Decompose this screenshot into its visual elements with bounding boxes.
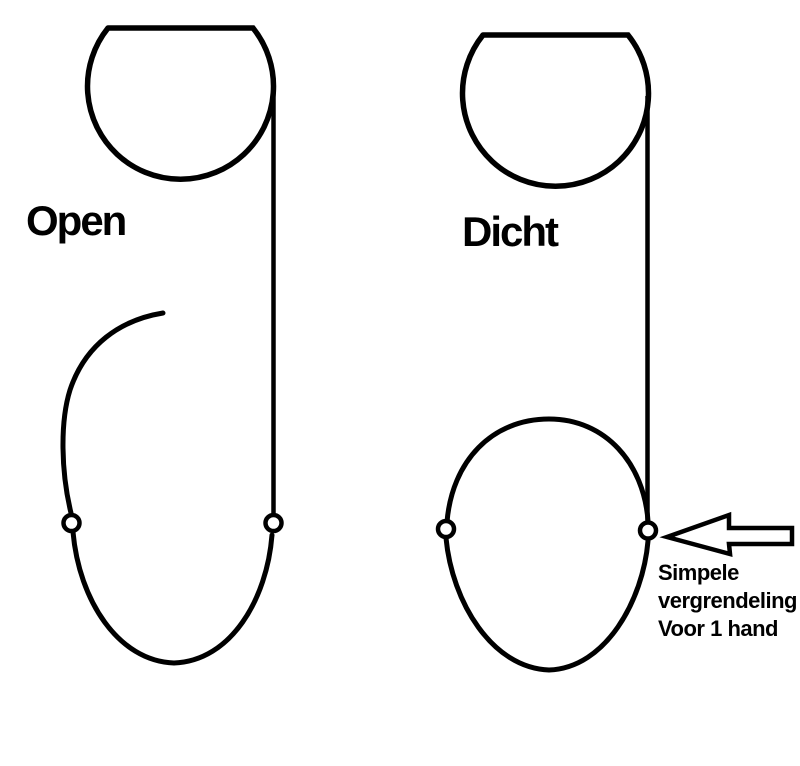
dicht-lens-bottom-curve (443, 535, 651, 673)
left-arrow-icon (659, 511, 795, 558)
open-gate-curve (60, 310, 166, 516)
lock-annotation-line-3: Voor 1 hand (658, 616, 778, 641)
open-top-ring (84, 25, 277, 182)
open-left-pivot-ring (61, 512, 82, 534)
dicht-left-pivot-ring (435, 518, 457, 540)
lock-annotation: Simpele vergrendeling Voor 1 hand (658, 559, 797, 643)
lock-annotation-line-1: Simpele (658, 560, 739, 585)
lock-annotation-line-2: vergrendeling (658, 588, 797, 613)
open-right-pivot-ring (263, 512, 284, 534)
dicht-state-label: Dicht (462, 208, 559, 255)
dicht-lens-top-curve (444, 416, 651, 525)
figure-open (60, 25, 284, 666)
figure-dicht (435, 32, 795, 673)
open-body-curve (70, 529, 275, 666)
dicht-right-pivot-ring (637, 520, 659, 541)
dicht-top-ring (459, 32, 652, 189)
open-state-label: Open (26, 197, 127, 244)
